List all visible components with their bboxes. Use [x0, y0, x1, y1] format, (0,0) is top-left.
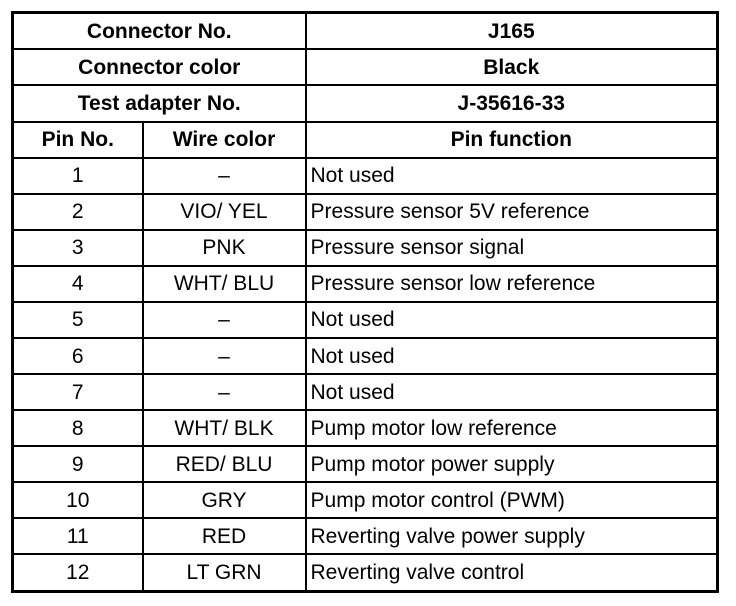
pin-function-cell: Not used: [304, 156, 719, 195]
wire-color-header: Wire color: [141, 120, 307, 159]
wire-color-cell: GRY: [141, 481, 307, 520]
pin-number-cell: 2: [11, 192, 144, 231]
pin-number-cell: 4: [11, 264, 144, 303]
pin-function-cell: Pump motor control (PWM): [304, 481, 719, 520]
pin-number-cell: 10: [11, 481, 144, 520]
pin-number-cell: 12: [11, 553, 144, 593]
table-row: 7–Not used: [11, 373, 719, 412]
wire-color-cell: –: [141, 300, 307, 339]
pin-function-cell: Pump motor power supply: [304, 445, 719, 484]
connector-no-row: Connector No. J165: [11, 11, 719, 51]
wire-color-cell: PNK: [141, 228, 307, 267]
pin-function-cell: Pressure sensor low reference: [304, 264, 719, 303]
pin-function-cell: Not used: [304, 300, 719, 339]
pin-function-cell: Pressure sensor signal: [304, 228, 719, 267]
wire-color-cell: RED/ BLU: [141, 445, 307, 484]
test-adapter-value: J-35616-33: [304, 84, 719, 123]
pin-number-cell: 3: [11, 228, 144, 267]
table-row: 6–Not used: [11, 336, 719, 376]
test-adapter-row: Test adapter No. J-35616-33: [11, 84, 719, 123]
pin-function-cell: Reverting valve control: [304, 553, 719, 593]
connector-no-value: J165: [304, 11, 719, 51]
column-header-row: Pin No. Wire color Pin function: [11, 120, 719, 159]
wire-color-cell: –: [141, 336, 307, 376]
pin-number-cell: 8: [11, 409, 144, 448]
connector-table: Connector No. J165 Connector color Black…: [11, 11, 720, 593]
pin-number-cell: 11: [11, 517, 144, 556]
pin-function-cell: Pump motor low reference: [304, 409, 719, 448]
wire-color-cell: –: [141, 373, 307, 412]
pin-function-cell: Not used: [304, 336, 719, 376]
test-adapter-label: Test adapter No.: [11, 84, 307, 123]
pin-function-cell: Pressure sensor 5V reference: [304, 192, 719, 231]
pin-number-cell: 5: [11, 300, 144, 339]
pin-number-cell: 7: [11, 373, 144, 412]
wire-color-cell: WHT/ BLU: [141, 264, 307, 303]
pin-function-header: Pin function: [304, 120, 719, 159]
connector-color-label: Connector color: [11, 48, 307, 87]
wire-color-cell: –: [141, 156, 307, 195]
table-row: 5–Not used: [11, 300, 719, 339]
pin-no-header: Pin No.: [11, 120, 144, 159]
wire-color-cell: RED: [141, 517, 307, 556]
wire-color-cell: LT GRN: [141, 553, 307, 593]
pin-number-cell: 1: [11, 156, 144, 195]
connector-color-row: Connector color Black: [11, 48, 719, 87]
wire-color-cell: WHT/ BLK: [141, 409, 307, 448]
table-row: 1–Not used: [11, 156, 719, 195]
pin-number-cell: 6: [11, 336, 144, 376]
pin-number-cell: 9: [11, 445, 144, 484]
wire-color-cell: VIO/ YEL: [141, 192, 307, 231]
connector-no-label: Connector No.: [11, 11, 307, 51]
connector-color-value: Black: [304, 48, 719, 87]
pin-function-cell: Reverting valve power supply: [304, 517, 719, 556]
pin-function-cell: Not used: [304, 373, 719, 412]
